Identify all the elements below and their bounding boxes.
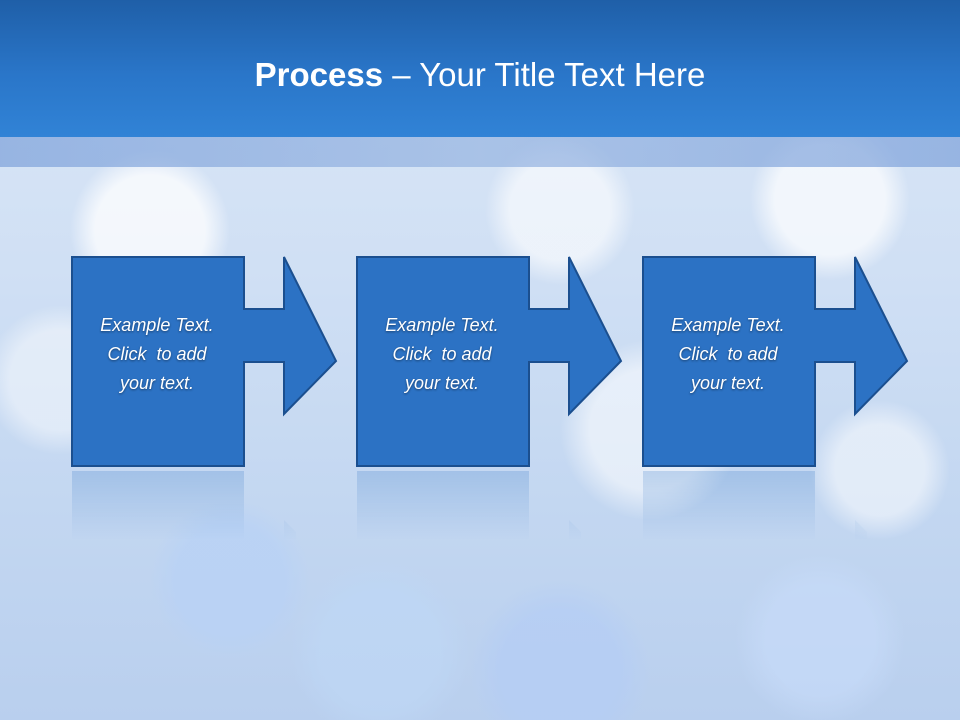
step-text: Example Text. Click to add your text. [671,315,785,393]
arrow-box-shape [642,256,909,467]
arrow-box-shape [71,256,338,467]
step-text: Example Text. Click to add your text. [385,315,499,393]
arrow-box-shape [356,256,623,467]
process-step-2[interactable]: Example Text. Click to add your text. [356,256,631,468]
process-step-3[interactable]: Example Text. Click to add your text. [642,256,917,468]
title-bar [0,0,960,137]
slide-title[interactable]: Process – Your Title Text Here [0,53,960,97]
step-1-reflection [72,471,296,540]
title-bold-text: Process [254,56,384,93]
step-3-reflection [643,471,867,540]
process-step-1[interactable]: Example Text. Click to add your text. [71,256,346,468]
title-underband [0,137,960,167]
step-text: Example Text. Click to add your text. [100,315,214,393]
title-rest-text: – Your Title Text Here [383,56,706,93]
step-2-reflection [357,471,581,540]
